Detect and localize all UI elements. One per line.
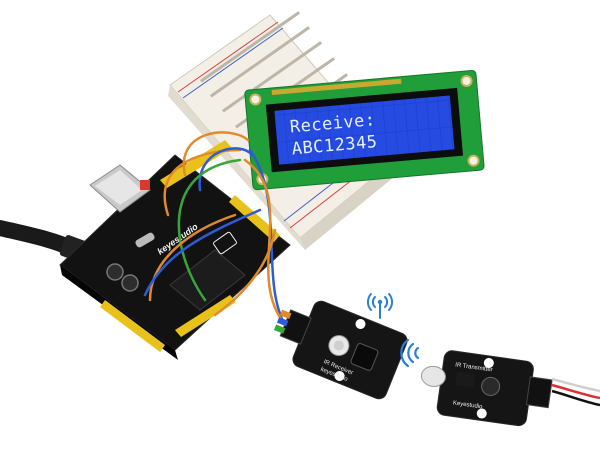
- wire-blue: [248, 148, 287, 327]
- reset-button: [140, 180, 150, 190]
- capacitor: [121, 274, 139, 292]
- connector: [525, 376, 553, 409]
- transmitter-label: IR Transmitter: [455, 362, 493, 373]
- capacitor: [106, 263, 124, 281]
- wireless-signal-icon: [367, 293, 393, 319]
- wire-orange: [163, 148, 242, 217]
- ir-led: [420, 365, 446, 387]
- mount-hole: [483, 357, 494, 368]
- mount-hole: [355, 319, 366, 330]
- lcd-module: Receive: ABC12345: [244, 69, 485, 191]
- microcontroller-chip: [169, 249, 246, 311]
- wire-blue: [143, 208, 262, 297]
- lcd-mount-hole: [460, 74, 473, 87]
- ir-led-body: [455, 371, 475, 388]
- mount-hole: [476, 408, 487, 419]
- ir-receiver-module: IR Receiver keyestudio: [273, 300, 408, 400]
- arduino-board: keyestudio: [59, 140, 291, 360]
- wire-green: [177, 158, 242, 302]
- ir-transmitter-module: IR Transmitter Keyestudio: [420, 350, 553, 427]
- ir-sensor-body: [350, 343, 379, 371]
- header-pins-bottom: [100, 295, 236, 352]
- lcd-mount-hole: [467, 154, 480, 167]
- jumper-wires: [143, 131, 292, 332]
- transmitter-cable: [551, 377, 600, 407]
- lcd-header-pins: [271, 78, 402, 95]
- wire-blue: [198, 147, 254, 192]
- wire-orange: [213, 228, 277, 317]
- signal-waves-icon: [400, 338, 420, 368]
- transmitter-brand: Keyestudio: [452, 400, 483, 410]
- mount-hole: [334, 370, 345, 381]
- lcd-mount-hole: [249, 93, 262, 106]
- resistor: [481, 376, 501, 396]
- crystal: [135, 232, 155, 248]
- wire-orange: [148, 213, 237, 302]
- wire-orange: [243, 158, 292, 332]
